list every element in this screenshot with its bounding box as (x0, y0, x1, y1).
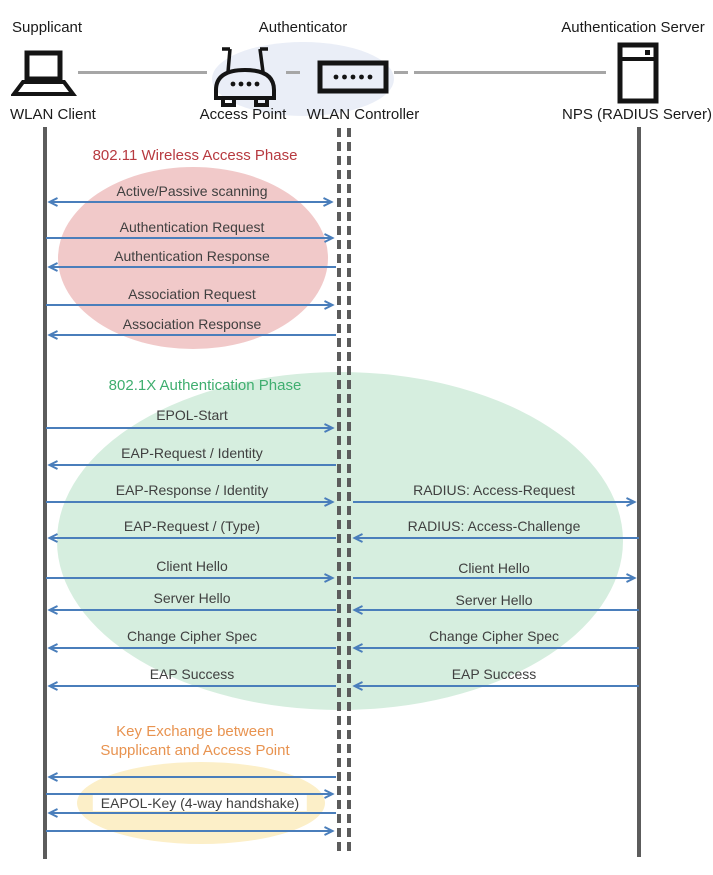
connector-controller-to-server (414, 71, 606, 74)
role-label-authentication-server: Authentication Server (561, 19, 705, 36)
phase-title-key-exchange-line2: Supplicant and Access Point (100, 742, 290, 759)
message-label-authentication-request: Authentication Request (119, 219, 265, 235)
controller-box-icon (317, 60, 389, 94)
device-label-wlan-client: WLAN Client (10, 106, 96, 123)
connector-client-to-ap (78, 71, 207, 74)
phase-title-key-exchange: Key Exchange between Supplicant and Acce… (100, 722, 289, 760)
role-label-authenticator: Authenticator (258, 19, 348, 36)
authenticator-group-ellipse (212, 42, 394, 116)
wireless-router-icon (214, 47, 276, 107)
server-tower-icon (617, 42, 659, 104)
phase-title-8021x: 802.1X Authentication Phase (108, 377, 302, 394)
message-label-server-hello-right: Server Hello (455, 592, 533, 608)
message-label-eap-success-left: EAP Success (149, 666, 235, 682)
message-label-eapol-key: EAPOL-Key (4-way handshake) (92, 795, 308, 811)
message-label-association-request: Association Request (128, 286, 256, 302)
message-label-radius-access-challenge: RADIUS: Access-Challenge (407, 518, 581, 534)
lifeline-controller-right (347, 128, 351, 852)
lifeline-controller-left (337, 128, 341, 852)
message-label-server-hello-left: Server Hello (153, 590, 231, 606)
message-label-scanning: Active/Passive scanning (116, 183, 268, 199)
device-label-access-point: Access Point (199, 106, 287, 123)
message-label-eap-success-right: EAP Success (451, 666, 537, 682)
message-label-change-cipher-right: Change Cipher Spec (429, 628, 559, 644)
lifeline-wlan-client (43, 127, 47, 859)
message-label-client-hello-right: Client Hello (458, 560, 530, 576)
message-label-epol-start: EPOL-Start (156, 407, 228, 423)
message-label-association-response: Association Response (122, 316, 262, 332)
laptop-icon (11, 50, 77, 96)
message-label-eap-response-identity: EAP-Response / Identity (115, 482, 269, 498)
connector-ap-to-controller (286, 71, 300, 74)
message-label-radius-access-request: RADIUS: Access-Request (413, 482, 575, 498)
role-label-supplicant: Supplicant (12, 19, 83, 36)
device-label-wlan-controller: WLAN Controller (306, 106, 420, 123)
phase-title-key-exchange-line1: Key Exchange between (116, 723, 274, 740)
message-label-client-hello-left: Client Hello (156, 558, 228, 574)
phase-title-80211: 802.11 Wireless Access Phase (92, 147, 298, 164)
message-label-authentication-response: Authentication Response (114, 248, 270, 264)
device-label-radius-server: NPS (RADIUS Server) (561, 106, 713, 123)
connector-controller-dash (394, 71, 408, 74)
message-label-eap-request-type: EAP-Request / (Type) (123, 518, 261, 534)
lifeline-radius-server (637, 127, 641, 857)
message-label-eap-request-identity: EAP-Request / Identity (121, 445, 263, 461)
message-label-change-cipher-left: Change Cipher Spec (127, 628, 257, 644)
